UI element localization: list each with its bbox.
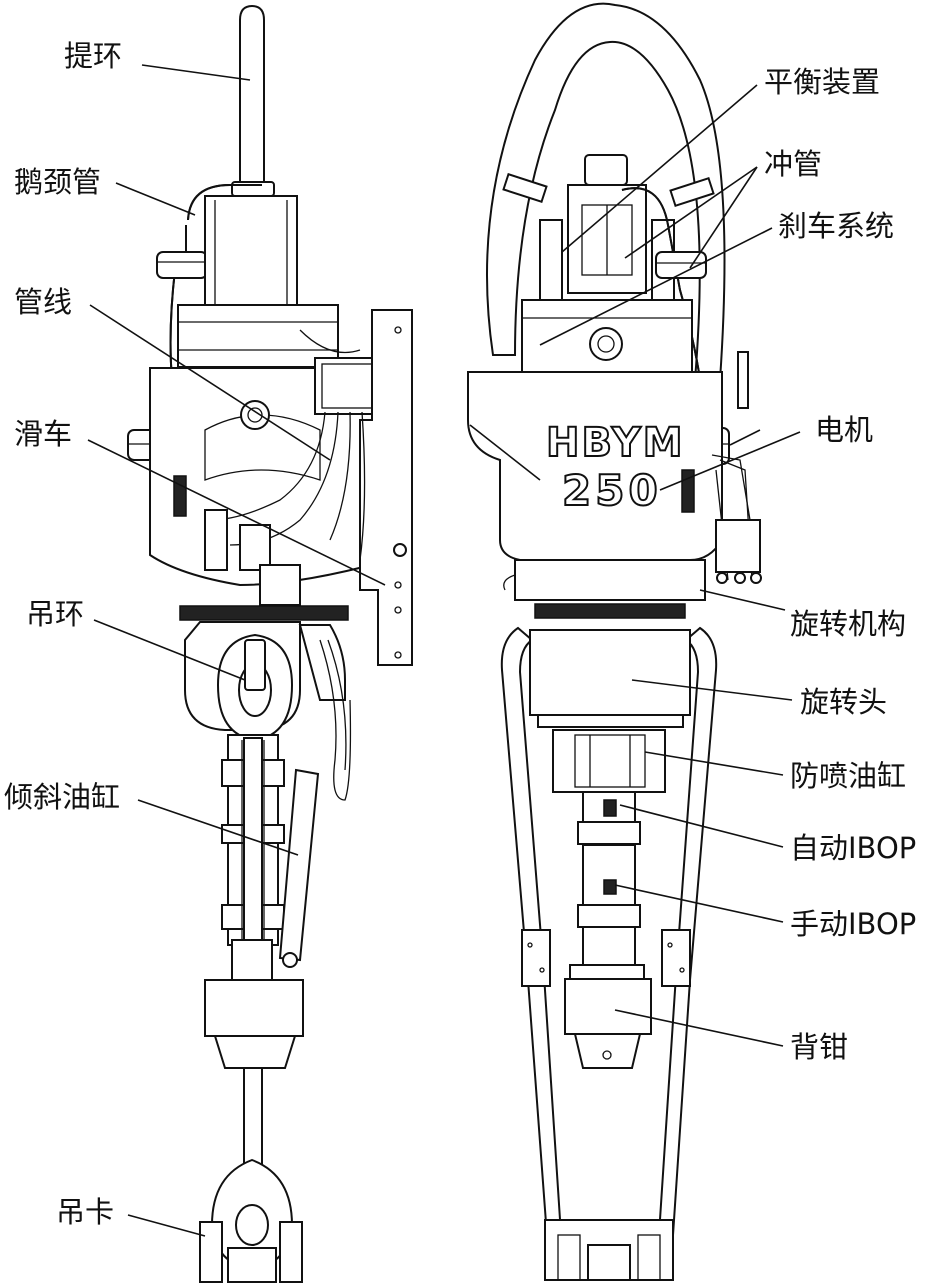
label-backup-tong: 背钳 [790,1030,849,1064]
label-brake-system: 刹车系统 [778,209,895,243]
label-gooseneck: 鹅颈管 [14,165,102,199]
label-lifting-ring: 提环 [64,39,123,73]
leader-lines [87,64,801,1237]
left-machine-side-view [127,4,413,1283]
label-rotary-head: 旋转头 [800,685,888,719]
machine-model-marking: 250 [562,466,662,515]
label-motor: 电机 [815,413,874,447]
label-hook-ring: 吊环 [26,597,85,631]
label-pipeline: 管线 [14,285,73,319]
label-balance-device: 平衡装置 [764,65,881,99]
label-manual-ibop: 手动IBOP [790,907,917,941]
label-tilt-cylinder: 倾斜油缸 [4,780,121,814]
machine-brand-marking: HBYM [546,420,685,466]
label-pulley: 滑车 [14,417,73,451]
label-washpipe: 冲管 [764,147,823,181]
label-auto-ibop: 自动IBOP [790,831,917,865]
label-elevator: 吊卡 [56,1195,115,1229]
label-rotation-mechanism: 旋转机构 [790,607,907,641]
label-blowout-cylinder: 防喷油缸 [790,759,907,793]
